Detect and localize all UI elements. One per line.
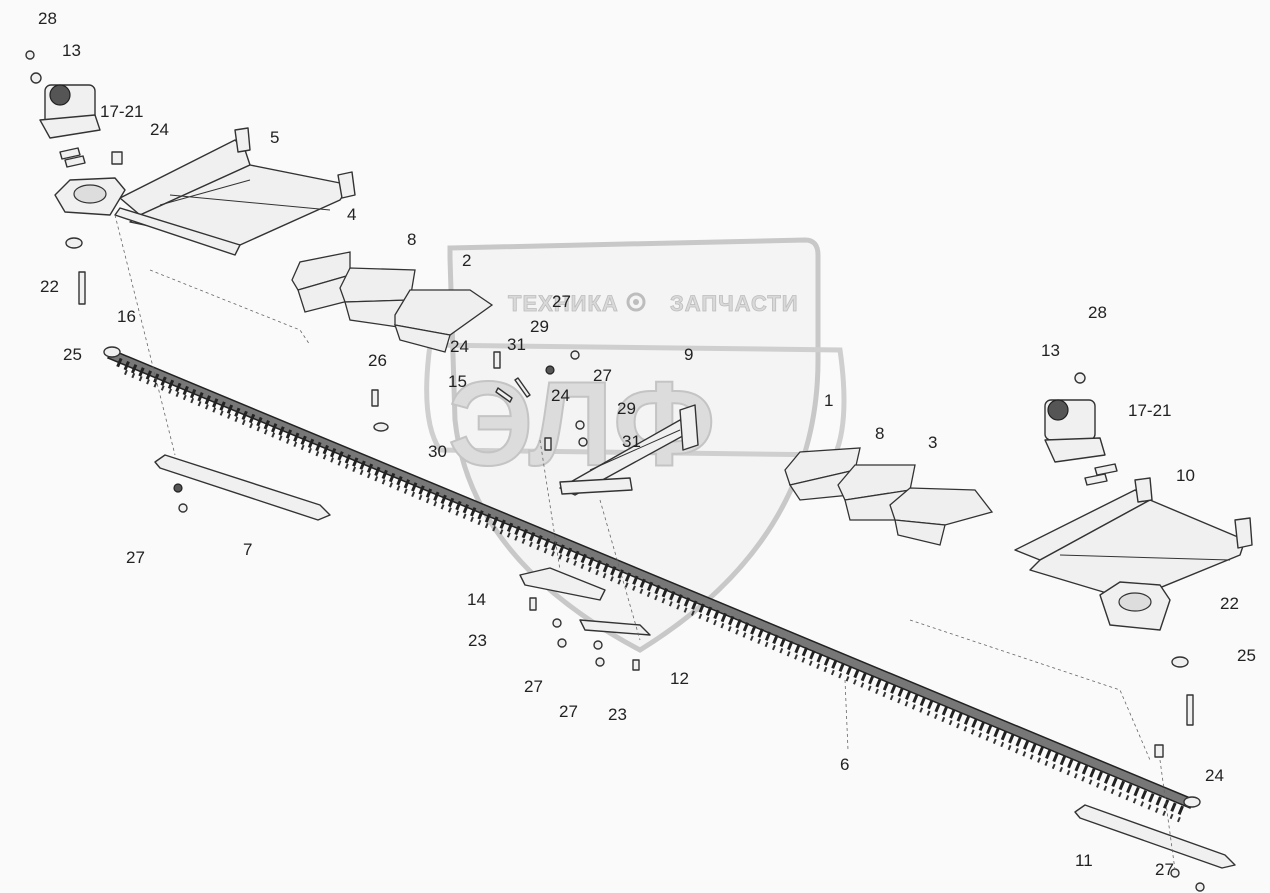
- gear-icon: [626, 292, 646, 312]
- callout-16: 16: [117, 307, 136, 326]
- callout-28-right: 28: [1088, 303, 1107, 322]
- right-gearbox-housing: [1099, 581, 1171, 631]
- callout-25-left: 25: [63, 345, 82, 364]
- center-guide: [559, 404, 699, 496]
- callout-27-left: 27: [126, 548, 145, 567]
- callout-13-left: 13: [62, 41, 81, 60]
- callout-6: 6: [840, 755, 849, 774]
- callout-8-right: 8: [875, 424, 884, 443]
- callout-22-right: 22: [1220, 594, 1239, 613]
- callout-31-top: 31: [507, 335, 526, 354]
- callout-1: 1: [824, 391, 833, 410]
- callout-9: 9: [684, 345, 693, 364]
- callout-15: 15: [448, 372, 467, 391]
- callout-5: 5: [270, 128, 279, 147]
- callout-13-right: 13: [1041, 341, 1060, 360]
- callout-11: 11: [1075, 851, 1093, 870]
- callout-7: 7: [243, 540, 252, 559]
- watermark-line2: ЗАПЧАСТИ: [670, 291, 799, 316]
- callout-8-left: 8: [407, 230, 416, 249]
- callout-4: 4: [347, 205, 356, 224]
- left-gearbox-housing: [54, 177, 126, 216]
- callout-17-21-right: 17-21: [1128, 401, 1171, 420]
- right-hardware: [1074, 372, 1205, 892]
- callout-27-bottom2: 27: [559, 702, 578, 721]
- callout-24-mid2: 24: [551, 386, 570, 405]
- callout-27-mid: 27: [593, 366, 612, 385]
- right-covers: [784, 447, 994, 546]
- callout-2: 2: [462, 251, 471, 270]
- callout-10: 10: [1176, 466, 1195, 485]
- callout-29-mid: 29: [617, 399, 636, 418]
- right-frame: [1014, 477, 1253, 601]
- callout-31-mid: 31: [622, 432, 641, 451]
- callout-24-left: 24: [150, 120, 169, 139]
- cutter-bar: [103, 346, 1201, 823]
- center-guard: [519, 567, 651, 671]
- callout-27-right: 27: [1155, 860, 1174, 879]
- callout-24-right: 24: [1205, 766, 1224, 785]
- left-hardware: [25, 50, 123, 305]
- callout-23-b: 23: [608, 705, 627, 724]
- callout-3: 3: [928, 433, 937, 452]
- callout-29-top: 29: [530, 317, 549, 336]
- callout-22-left: 22: [40, 277, 59, 296]
- callout-27-top: 27: [552, 292, 571, 311]
- left-covers: [291, 251, 494, 353]
- callout-12: 12: [670, 669, 689, 688]
- callout-27-bottom1: 27: [524, 677, 543, 696]
- callout-17-21-left: 17-21: [100, 102, 143, 121]
- left-drive-head: [39, 84, 101, 139]
- right-drive-head: [1044, 399, 1106, 463]
- left-frame: [114, 127, 356, 256]
- callout-labels: 28 13 17-21 24 5 4 8 2 22 16 25 27 29 24…: [38, 9, 1256, 879]
- callout-28-left: 28: [38, 9, 57, 28]
- callout-25-right: 25: [1237, 646, 1256, 665]
- callout-23-a: 23: [468, 631, 487, 650]
- leader-lines: [114, 214, 1176, 871]
- callout-30: 30: [428, 442, 447, 461]
- callout-14: 14: [467, 590, 486, 609]
- left-plate: [154, 454, 331, 521]
- watermark-line1: ТЕХНИКА: [508, 291, 619, 316]
- center-hardware: [371, 350, 588, 451]
- callout-24-mid: 24: [450, 337, 469, 356]
- callout-26: 26: [368, 351, 387, 370]
- right-plate: [1074, 804, 1236, 869]
